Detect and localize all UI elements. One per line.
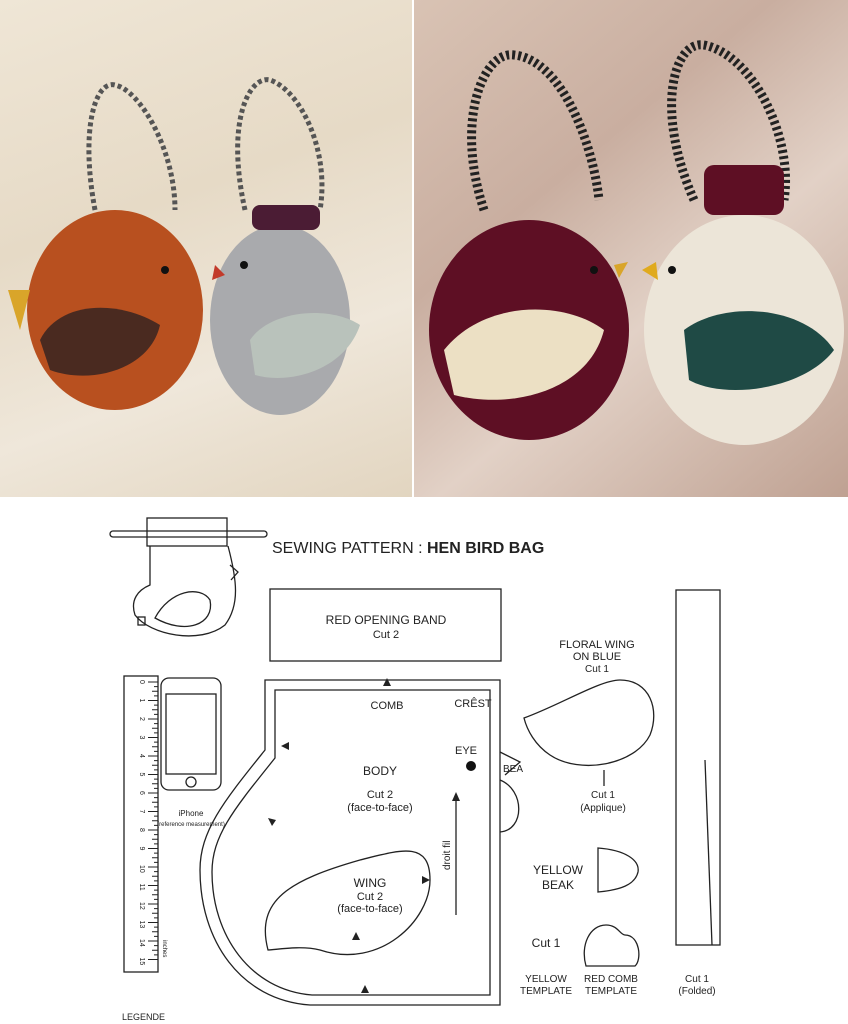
ruler-label: 14: [138, 939, 145, 947]
ruler-label: 3: [138, 736, 145, 740]
ruler-label: 11: [138, 884, 145, 891]
comb-label: COMB: [371, 700, 404, 712]
ruler: [123, 675, 159, 973]
ruler-label: 5: [138, 773, 145, 777]
ruler-label: 0: [138, 680, 145, 684]
red-comb-template-label-2: TEMPLATE: [585, 986, 637, 997]
opening-band-label: RED OPENING BAND: [326, 613, 447, 627]
finished-bag-sketch: [109, 517, 268, 637]
strap-piece: [675, 589, 721, 946]
yellow-template-label-2: TEMPLATE: [520, 986, 572, 997]
floral-wing-cut: Cut 1: [585, 664, 609, 675]
sewing-pattern-diagram: SEWING PATTERN : HEN BIRD BAG RED OPENIN…: [109, 517, 721, 1022]
grainline-label: droit fil: [442, 841, 453, 870]
arrows: [268, 678, 460, 993]
floral-wing-label-2: ON BLUE: [573, 651, 621, 663]
phone-note: (reference measurement): [157, 822, 225, 828]
hen-bags-illustration: [429, 40, 844, 445]
strap-cut: Cut 1: [685, 974, 709, 985]
pattern-title: SEWING PATTERN : HEN BIRD BAG: [272, 540, 544, 557]
photo-velvet-and-linen-hen-bags: [414, 0, 848, 497]
ruler-label: 15: [138, 958, 145, 966]
ruler-ticks: [148, 681, 158, 960]
iphone-outline: [160, 677, 222, 791]
phone-label: iPhone: [179, 809, 204, 818]
beak-piece: [597, 847, 639, 893]
legend-label: LEGENDE: [122, 1012, 165, 1022]
opening-band-cut: Cut 2: [373, 629, 399, 641]
eye-label: EYE: [455, 745, 477, 757]
wing-piece: [264, 850, 431, 956]
ruler-label: 12: [138, 902, 145, 910]
ruler-label: 8: [138, 828, 145, 832]
ruler-label: 4: [138, 754, 145, 758]
comb-piece: [583, 924, 640, 967]
photo-orange-and-grey-hen-bags: [0, 0, 412, 497]
applique-note: (Applique): [580, 803, 626, 814]
yellow-template-label: YELLOW: [525, 974, 567, 985]
eye-mark: [466, 761, 476, 771]
red-comb-template-label: RED COMB: [584, 974, 638, 985]
ruler-unit: inches: [161, 940, 167, 957]
ruler-label: 13: [138, 921, 145, 929]
body-piece: [199, 679, 501, 1006]
wing-label: WING: [354, 876, 387, 890]
ruler-label: 6: [138, 791, 145, 795]
body-cut: Cut 2: [367, 789, 393, 801]
ruler-label: 7: [138, 810, 145, 814]
floral-wing-piece: [523, 679, 655, 767]
opening-band-piece: [269, 588, 502, 662]
body-note: (face-to-face): [347, 802, 412, 814]
template-cut: Cut 1: [532, 936, 561, 950]
hen-bags-illustration: [8, 77, 360, 415]
strap-note: (Folded): [678, 986, 715, 997]
wing-note: (face-to-face): [337, 903, 402, 915]
ruler-label: 10: [138, 865, 145, 873]
beak-body-label: BEA: [503, 764, 523, 775]
body-label: BODY: [363, 764, 397, 778]
yellow-beak-label: YELLOW: [533, 863, 584, 877]
yellow-beak-label-2: BEAK: [542, 878, 574, 892]
floral-wing-label: FLORAL WING: [559, 639, 634, 651]
ruler-label: 9: [138, 847, 145, 851]
crest-label: CRÊST: [454, 697, 492, 710]
ruler-label: 1: [138, 699, 145, 703]
wing-cut: Cut 2: [357, 891, 383, 903]
ruler-label: 2: [138, 717, 145, 721]
applique-cut: Cut 1: [591, 790, 615, 801]
